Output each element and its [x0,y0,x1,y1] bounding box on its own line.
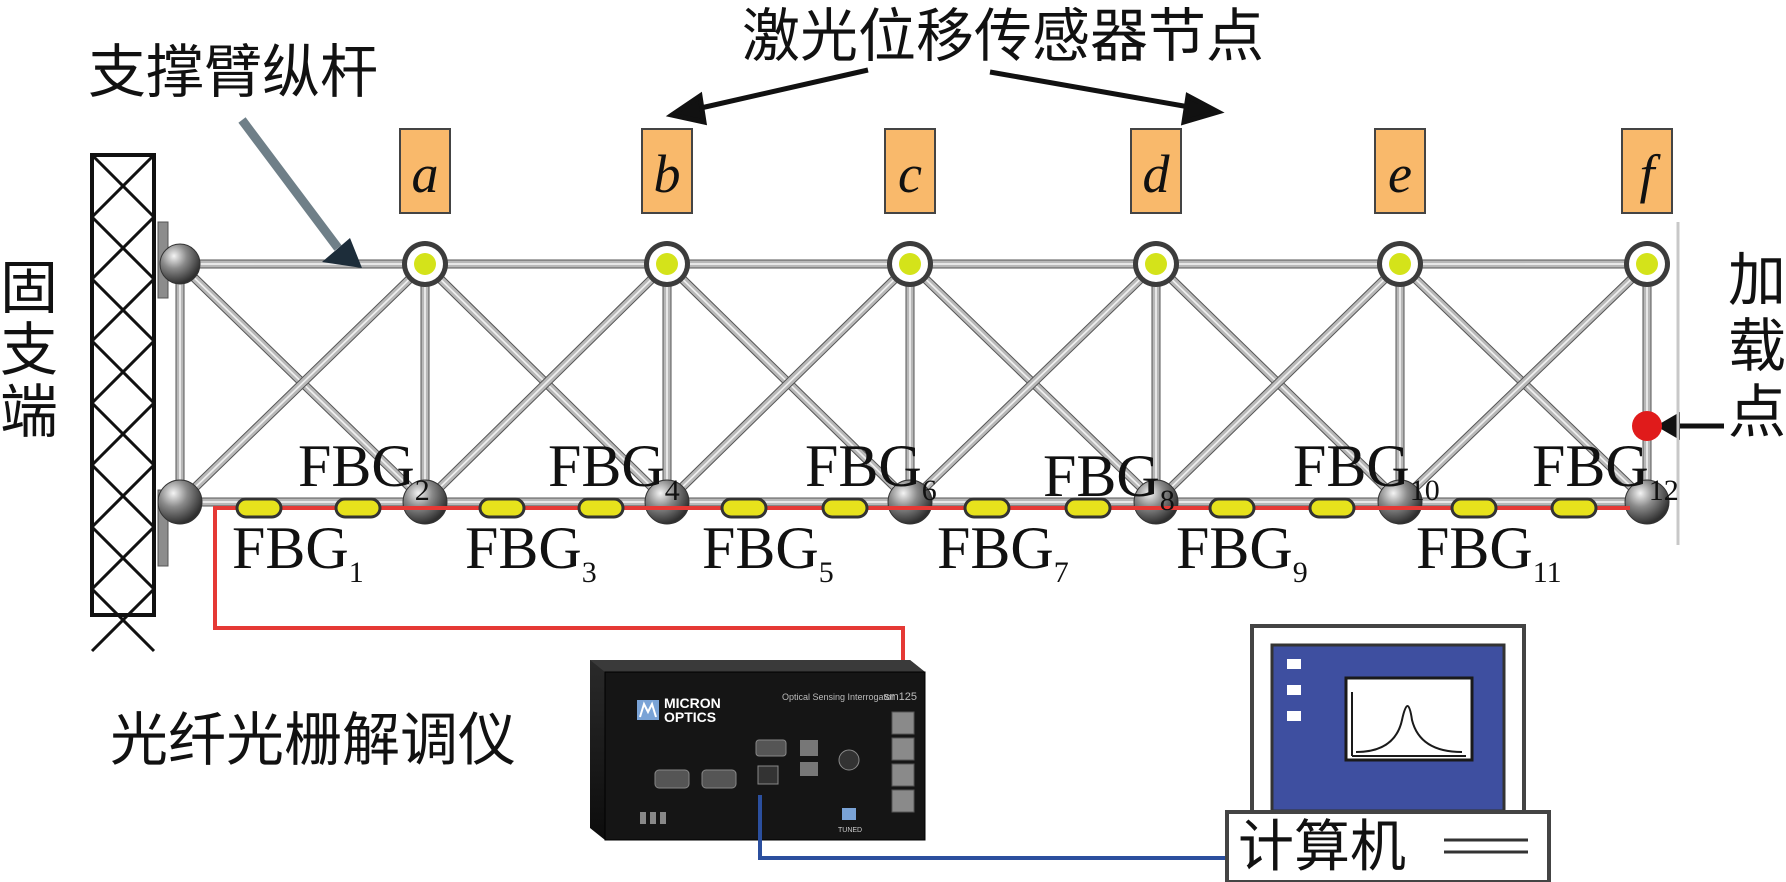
svg-text:载: 载 [1728,312,1786,380]
sensor-node [887,241,933,287]
truss-joint [1377,479,1423,525]
sensor-node [1377,241,1423,287]
truss-joint [159,243,201,285]
svg-text:d: d [1143,144,1171,204]
truss-joint [644,479,690,525]
screen-menu-icon [1287,659,1301,721]
sensor-node [1624,241,1670,287]
sensor-node [402,241,448,287]
svg-text:b: b [654,144,681,204]
interrogator-label: 光纤光栅解调仪 [110,706,516,774]
micron-optics-logo-icon [637,700,659,720]
svg-text:加: 加 [1728,246,1786,314]
fbg-sensor [821,497,869,519]
fbg-label: FBG9 [1176,515,1308,589]
svg-text:固: 固 [0,254,58,322]
fbg-label: FBG10 [1293,433,1440,507]
fbg-sensor [1208,497,1256,519]
sensor-node-labels: a b c d e f [399,128,1673,214]
fbg-label: FBG2 [298,433,430,507]
svg-text:e: e [1388,144,1412,204]
spectrum-plot-icon [1344,676,1474,762]
fbg-sensor [577,497,625,519]
fbg-label: FBG6 [805,433,937,507]
fbg-sensor [720,497,768,519]
truss-joint [1624,479,1670,525]
interrogator-device: MICRON OPTICS Optical Sensing Interrogat… [590,660,926,841]
svg-text:c: c [898,144,922,204]
tuned-badge: TUNED [838,827,862,834]
keyboard-base [1225,810,1551,882]
node-label-c: c [884,128,936,214]
keyboard-lines-icon [1444,838,1528,854]
ethernet-cable [758,795,1230,860]
truss-joint [402,479,448,525]
brand-line2: OPTICS [664,709,716,725]
computer-label: 计算机 [1238,815,1406,880]
fbg-label: FBG3 [465,515,597,589]
fbg-sensor [1450,497,1498,519]
device-model: sm125 [884,691,917,703]
fbg-sensor [963,497,1011,519]
computer [1225,624,1551,882]
svg-text:端: 端 [0,378,58,446]
support-arm-arrow [238,117,362,268]
node-label-d: d [1130,128,1182,214]
svg-text:支: 支 [0,316,58,384]
fbg-sensor [1550,497,1598,519]
loading-arrow [1656,412,1724,440]
sensor-node [644,241,690,287]
sensor-nodes-title: 激光位移传感器节点 [742,2,1264,70]
device-ports [640,711,915,824]
truss-joint [887,479,933,525]
fbg-label: FBG12 [1532,433,1679,507]
node-label-f: f [1621,128,1673,214]
fbg-label: FBG8 [1043,443,1175,517]
fbg-sensor [478,497,526,519]
fbg-label: FBG11 [1416,515,1562,589]
svg-text:点: 点 [1728,378,1786,446]
fbg-label: FBG1 [232,515,364,589]
fbg-sensor [1308,497,1356,519]
fbg-label: FBG5 [702,515,834,589]
fbg-labels-top: FBG2 FBG4 FBG6 FBG8 FBG10 FBG12 [298,433,1679,517]
fbg-label: FBG4 [548,433,680,507]
fbg-labels-bottom: FBG1 FBG3 FBG5 FBG7 FBG9 FBG11 [232,515,1562,589]
node-label-b: b [641,128,693,214]
truss-joint [157,479,203,525]
fbg-sensor [235,497,283,519]
truss-structure [157,241,1670,525]
sensor-nodes-arrows [665,67,1225,126]
fbg-sensor [334,497,382,519]
load-point-dot [1632,411,1662,441]
tuned-badge-icon [842,808,856,820]
sensor-node [1133,241,1179,287]
brand-line1: MICRON [664,695,721,711]
loading-point-label: 加 载 点 [1728,246,1786,446]
truss-joint [1133,479,1179,525]
fixed-end-label: 固 支 端 [0,254,58,446]
fixed-wall [90,153,156,653]
fbg-label: FBG7 [937,515,1069,589]
support-arm-label: 支撑臂纵杆 [88,38,378,106]
device-subtitle: Optical Sensing Interrogator [782,692,894,702]
node-label-e: e [1374,128,1426,214]
svg-text:a: a [412,144,439,204]
node-label-a: a [399,128,451,214]
fbg-sensor [1064,497,1112,519]
